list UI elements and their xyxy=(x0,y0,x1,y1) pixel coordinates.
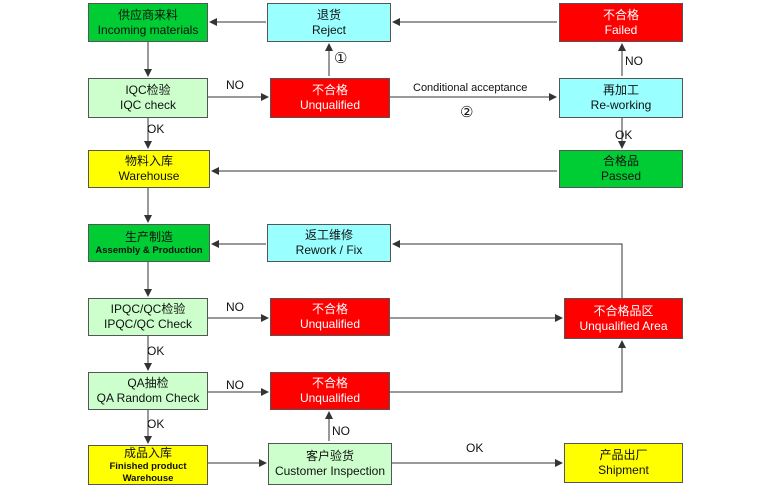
ipqc-en: IPQC/QC Check xyxy=(103,317,193,331)
customer-zh: 客户验货 xyxy=(305,449,354,463)
passed-zh: 合格品 xyxy=(602,154,639,168)
unqualified-area-zh: 不合格品区 xyxy=(593,303,654,318)
label-no-failed: NO xyxy=(625,54,643,68)
label-no-qa: NO xyxy=(226,378,244,392)
warehouse-box: 物料入库 Warehouse xyxy=(88,150,210,188)
unqualified2-zh: 不合格 xyxy=(311,302,348,316)
rework-fix-en: Rework / Fix xyxy=(295,243,363,257)
customer-en: Customer Inspection xyxy=(274,464,386,478)
assembly-en: Assembly & Production xyxy=(95,244,203,256)
shipment-zh: 产品出厂 xyxy=(599,448,648,462)
unqualified1-en: Unqualified xyxy=(299,98,361,112)
unqualified-ipqc-box: 不合格 Unqualified xyxy=(270,298,390,336)
unqualified-qa-box: 不合格 Unqualified xyxy=(270,372,390,410)
warehouse-zh: 物料入库 xyxy=(124,154,173,168)
qa-en: QA Random Check xyxy=(96,391,200,405)
label-no-customer: NO xyxy=(332,424,350,438)
failed-box: 不合格 Failed xyxy=(559,3,683,42)
label-no-iqc: NO xyxy=(226,78,244,92)
iqc-en: IQC check xyxy=(119,98,176,112)
label-ok-ipqc: OK xyxy=(147,344,165,358)
label-circle-1: ① xyxy=(334,50,348,67)
reworking-box: 再加工 Re-working xyxy=(559,78,683,118)
incoming-en: Incoming materials xyxy=(97,22,199,37)
incoming-zh: 供应商来料 xyxy=(117,7,178,22)
ipqc-check-box: IPQC/QC检验 IPQC/QC Check xyxy=(88,298,208,336)
reworking-zh: 再加工 xyxy=(602,83,639,97)
unqualified-area-en: Unqualified Area xyxy=(579,318,668,333)
unqualified3-zh: 不合格 xyxy=(311,376,348,390)
label-ok-iqc: OK xyxy=(147,122,165,136)
label-ok-passed: OK xyxy=(615,128,633,142)
unqualified3-en: Unqualified xyxy=(299,391,361,405)
finished-warehouse-box: 成品入库 Finished product Warehouse xyxy=(88,445,208,485)
assembly-zh: 生产制造 xyxy=(124,229,173,244)
ipqc-zh: IPQC/QC检验 xyxy=(110,302,186,316)
arrow-unqualified3-to-area xyxy=(390,340,626,393)
label-ok-qa: OK xyxy=(147,417,165,431)
shipment-en: Shipment xyxy=(598,463,649,477)
reject-en: Reject xyxy=(311,22,346,37)
customer-inspection-box: 客户验货 Customer Inspection xyxy=(268,443,392,485)
rework-fix-zh: 返工维修 xyxy=(304,228,353,242)
warehouse-en: Warehouse xyxy=(118,169,180,183)
shipment-box: 产品出厂 Shipment xyxy=(564,443,683,483)
incoming-materials-box: 供应商来料 Incoming materials xyxy=(88,3,208,42)
reject-zh: 退货 xyxy=(316,7,341,22)
label-conditional-acceptance: Conditional acceptance xyxy=(413,82,528,94)
iqc-check-box: IQC检验 IQC check xyxy=(88,78,208,118)
arrow-area-to-rework xyxy=(392,240,623,298)
label-circle-2: ② xyxy=(460,104,474,121)
finished-en: Finished product Warehouse xyxy=(109,460,187,484)
failed-zh: 不合格 xyxy=(602,7,639,22)
finished-zh: 成品入库 xyxy=(123,445,172,460)
assembly-production-box: 生产制造 Assembly & Production xyxy=(88,224,210,262)
unqualified1-zh: 不合格 xyxy=(311,83,348,97)
reworking-en: Re-working xyxy=(590,98,652,112)
rework-fix-box: 返工维修 Rework / Fix xyxy=(267,224,391,262)
label-ok-customer: OK xyxy=(466,441,484,455)
reject-box: 退货 Reject xyxy=(267,3,391,42)
qa-zh: QA抽检 xyxy=(127,376,169,390)
passed-en: Passed xyxy=(600,169,642,183)
label-no-ipqc: NO xyxy=(226,300,244,314)
iqc-zh: IQC检验 xyxy=(125,83,171,97)
passed-box: 合格品 Passed xyxy=(559,150,683,188)
unqualified-iqc-box: 不合格 Unqualified xyxy=(270,78,390,118)
unqualified2-en: Unqualified xyxy=(299,317,361,331)
qa-random-check-box: QA抽检 QA Random Check xyxy=(88,372,208,410)
unqualified-area-box: 不合格品区 Unqualified Area xyxy=(564,298,683,339)
failed-en: Failed xyxy=(604,22,638,37)
